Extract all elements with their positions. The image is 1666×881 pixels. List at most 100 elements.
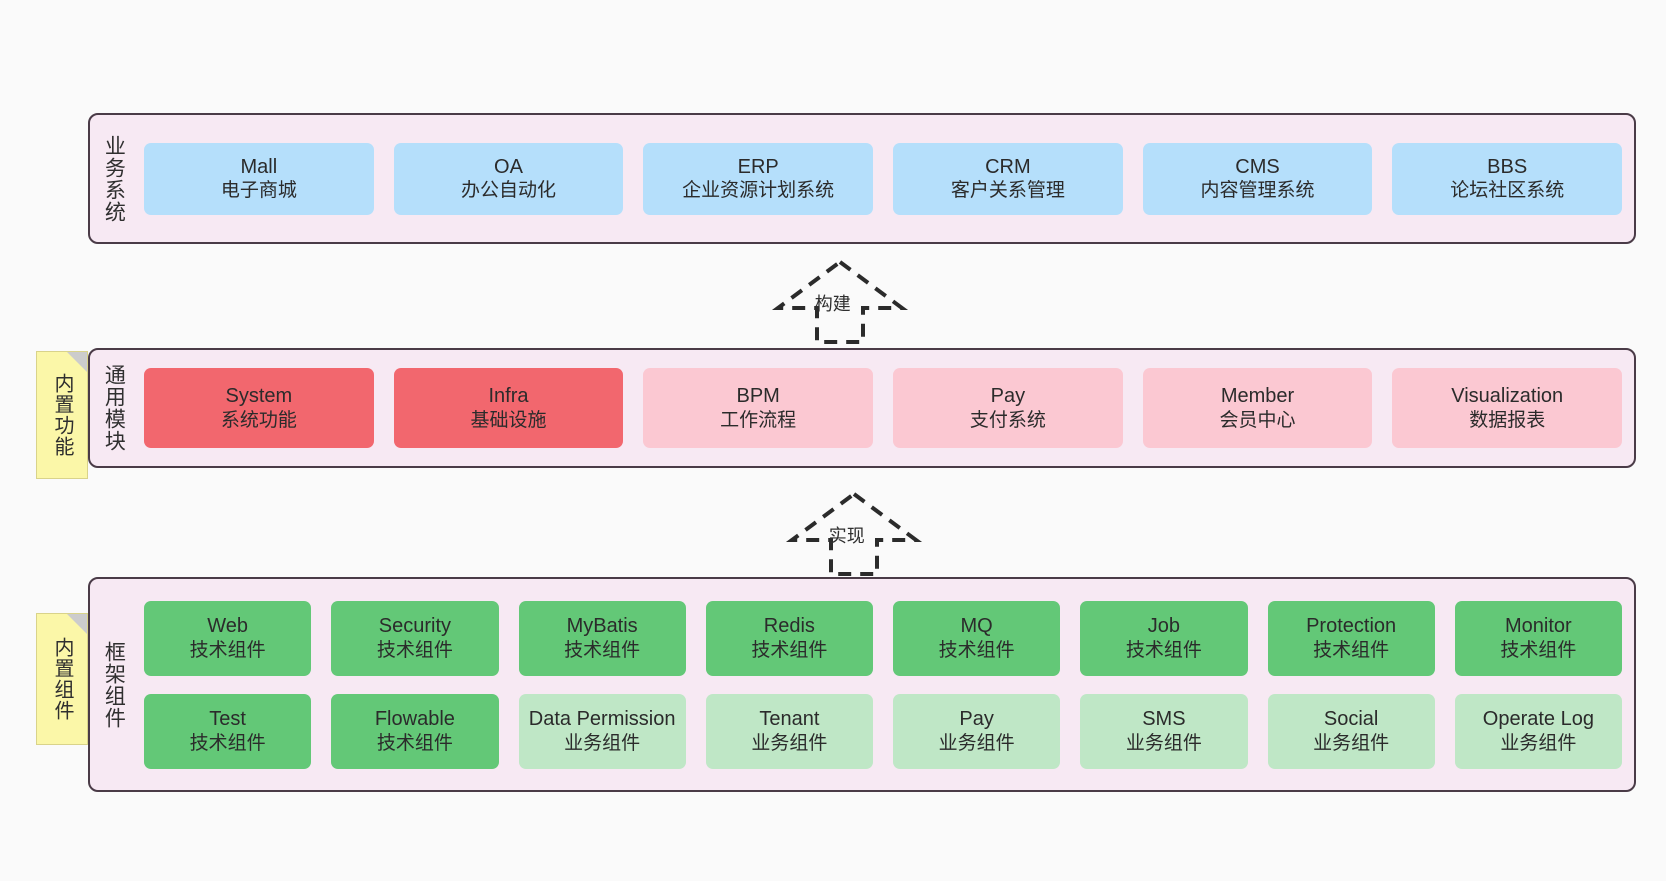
card-title-en: BBS <box>1487 155 1528 178</box>
card-title-en: Infra <box>488 385 529 408</box>
card-pay-business[interactable]: Pay 业务组件 <box>893 693 1061 769</box>
dashed-hollow-arrow-icon <box>785 491 923 576</box>
card-title-en: Job <box>1147 615 1180 638</box>
card-title-cn: 企业资源计划系统 <box>682 180 835 202</box>
card-row: Test 技术组件 Flowable 技术组件 Data Permission … <box>144 693 1622 769</box>
card-monitor[interactable]: Monitor 技术组件 <box>1454 600 1622 676</box>
card-title-en: Data Permission <box>528 708 676 731</box>
card-title-cn: 会员中心 <box>1219 409 1296 431</box>
card-title-en: Visualization <box>1451 385 1564 408</box>
card-mall[interactable]: Mall 电子商城 <box>144 142 374 215</box>
card-title-en: MQ <box>960 615 993 638</box>
card-title-en: CRM <box>985 155 1031 178</box>
card-operate-log[interactable]: Operate Log 业务组件 <box>1454 693 1622 769</box>
card-title-en: Security <box>378 615 451 638</box>
arrow-label-build: 构建 <box>814 294 851 314</box>
card-pay[interactable]: Pay 支付系统 <box>893 368 1123 448</box>
card-row: Mall 电子商城 OA 办公自动化 ERP 企业资源计划系统 CRM 客户关系… <box>144 142 1623 215</box>
card-title-cn: 论坛社区系统 <box>1450 180 1565 202</box>
card-title-en: Pay <box>959 708 994 731</box>
card-title-cn: 技术组件 <box>1500 639 1577 661</box>
card-mq[interactable]: MQ 技术组件 <box>893 600 1061 676</box>
card-title-en: Flowable <box>374 708 455 731</box>
arrow-implement: 实现 <box>764 488 944 578</box>
card-flowable[interactable]: Flowable 技术组件 <box>331 693 499 769</box>
card-title-en: Tenant <box>759 708 820 731</box>
card-member[interactable]: Member 会员中心 <box>1142 368 1373 448</box>
card-title-cn: 技术组件 <box>938 639 1015 661</box>
layer-title-framework-component: 框架组件 <box>102 640 126 729</box>
card-title-cn: 技术组件 <box>1313 639 1390 661</box>
card-title-cn: 业务组件 <box>938 732 1015 754</box>
card-title-en: Social <box>1323 708 1379 731</box>
card-title-en: Web <box>207 615 248 638</box>
card-infra[interactable]: Infra 基础设施 <box>393 368 624 448</box>
arrow-label-implement: 实现 <box>828 526 865 546</box>
card-title-en: Protection <box>1306 615 1397 638</box>
card-title-cn: 业务组件 <box>564 732 641 754</box>
card-title-cn: 系统功能 <box>220 409 297 431</box>
card-title-cn: 技术组件 <box>751 639 828 661</box>
card-system[interactable]: System 系统功能 <box>144 368 374 448</box>
card-title-en: Member <box>1220 385 1295 408</box>
card-title-cn: 业务组件 <box>1125 732 1202 754</box>
card-sms[interactable]: SMS 业务组件 <box>1080 693 1248 769</box>
note-builtin-function[interactable]: 内置功能 <box>36 351 88 479</box>
layer-body-common-module: System 系统功能 Infra 基础设施 BPM 工作流程 Pay 支付系统… <box>136 350 1634 466</box>
card-title-cn: 工作流程 <box>720 409 797 431</box>
layer-title-common-module: 通用模块 <box>102 364 126 452</box>
arrow-build: 构建 <box>750 256 930 346</box>
note-label: 内置组件 <box>51 637 73 721</box>
card-title-cn: 数据报表 <box>1469 409 1546 431</box>
card-title-en: Mall <box>240 155 278 178</box>
card-title-en: MyBatis <box>566 615 638 638</box>
card-title-en: Test <box>209 708 246 731</box>
card-title-en: BPM <box>736 385 780 408</box>
card-title-en: Monitor <box>1505 615 1572 638</box>
card-title-cn: 业务组件 <box>1313 732 1390 754</box>
note-builtin-component[interactable]: 内置组件 <box>36 613 88 745</box>
card-title-cn: 技术组件 <box>1125 639 1202 661</box>
card-title-cn: 内容管理系统 <box>1200 180 1315 202</box>
card-erp[interactable]: ERP 企业资源计划系统 <box>643 142 874 215</box>
card-social[interactable]: Social 业务组件 <box>1267 693 1435 769</box>
card-job[interactable]: Job 技术组件 <box>1080 600 1248 676</box>
layer-common-module[interactable]: 通用模块 System 系统功能 Infra 基础设施 BPM 工作流程 Pay… <box>88 348 1636 468</box>
card-title-en: OA <box>494 155 523 178</box>
card-oa[interactable]: OA 办公自动化 <box>393 142 624 215</box>
card-title-en: SMS <box>1142 708 1186 731</box>
card-data-permission[interactable]: Data Permission 业务组件 <box>518 693 686 769</box>
card-bbs[interactable]: BBS 论坛社区系统 <box>1392 142 1623 215</box>
layer-body-framework-component: Web 技术组件 Security 技术组件 MyBatis 技术组件 Redi… <box>136 579 1634 790</box>
card-visualization[interactable]: Visualization 数据报表 <box>1392 368 1623 448</box>
card-row: Web 技术组件 Security 技术组件 MyBatis 技术组件 Redi… <box>144 600 1622 676</box>
card-mybatis[interactable]: MyBatis 技术组件 <box>518 600 686 676</box>
card-redis[interactable]: Redis 技术组件 <box>705 600 873 676</box>
card-title-cn: 技术组件 <box>376 639 453 661</box>
card-title-cn: 技术组件 <box>376 732 453 754</box>
card-tenant[interactable]: Tenant 业务组件 <box>705 693 873 769</box>
dashed-hollow-arrow-icon <box>771 259 909 344</box>
layer-body-business-system: Mall 电子商城 OA 办公自动化 ERP 企业资源计划系统 CRM 客户关系… <box>136 115 1634 242</box>
card-crm[interactable]: CRM 客户关系管理 <box>893 142 1123 215</box>
layer-framework-component[interactable]: 框架组件 Web 技术组件 Security 技术组件 MyBatis 技术组件… <box>88 577 1636 792</box>
layer-business-system[interactable]: 业务系统 Mall 电子商城 OA 办公自动化 ERP 企业资源计划系统 CRM… <box>88 113 1636 244</box>
card-title-en: System <box>225 385 293 408</box>
card-title-cn: 技术组件 <box>189 732 266 754</box>
layer-title-business-system: 业务系统 <box>102 134 126 223</box>
card-title-cn: 支付系统 <box>969 409 1046 431</box>
card-cms[interactable]: CMS 内容管理系统 <box>1142 142 1373 215</box>
card-title-en: Pay <box>990 385 1026 408</box>
card-security[interactable]: Security 技术组件 <box>331 600 499 676</box>
card-test[interactable]: Test 技术组件 <box>144 693 312 769</box>
card-web[interactable]: Web 技术组件 <box>144 600 312 676</box>
card-title-cn: 业务组件 <box>751 732 828 754</box>
card-protection[interactable]: Protection 技术组件 <box>1267 600 1435 676</box>
card-title-en: Redis <box>763 615 815 638</box>
card-title-en: ERP <box>737 155 779 178</box>
card-title-cn: 办公自动化 <box>461 180 557 202</box>
card-title-cn: 业务组件 <box>1500 732 1577 754</box>
card-bpm[interactable]: BPM 工作流程 <box>643 368 874 448</box>
card-title-cn: 基础设施 <box>470 409 547 431</box>
